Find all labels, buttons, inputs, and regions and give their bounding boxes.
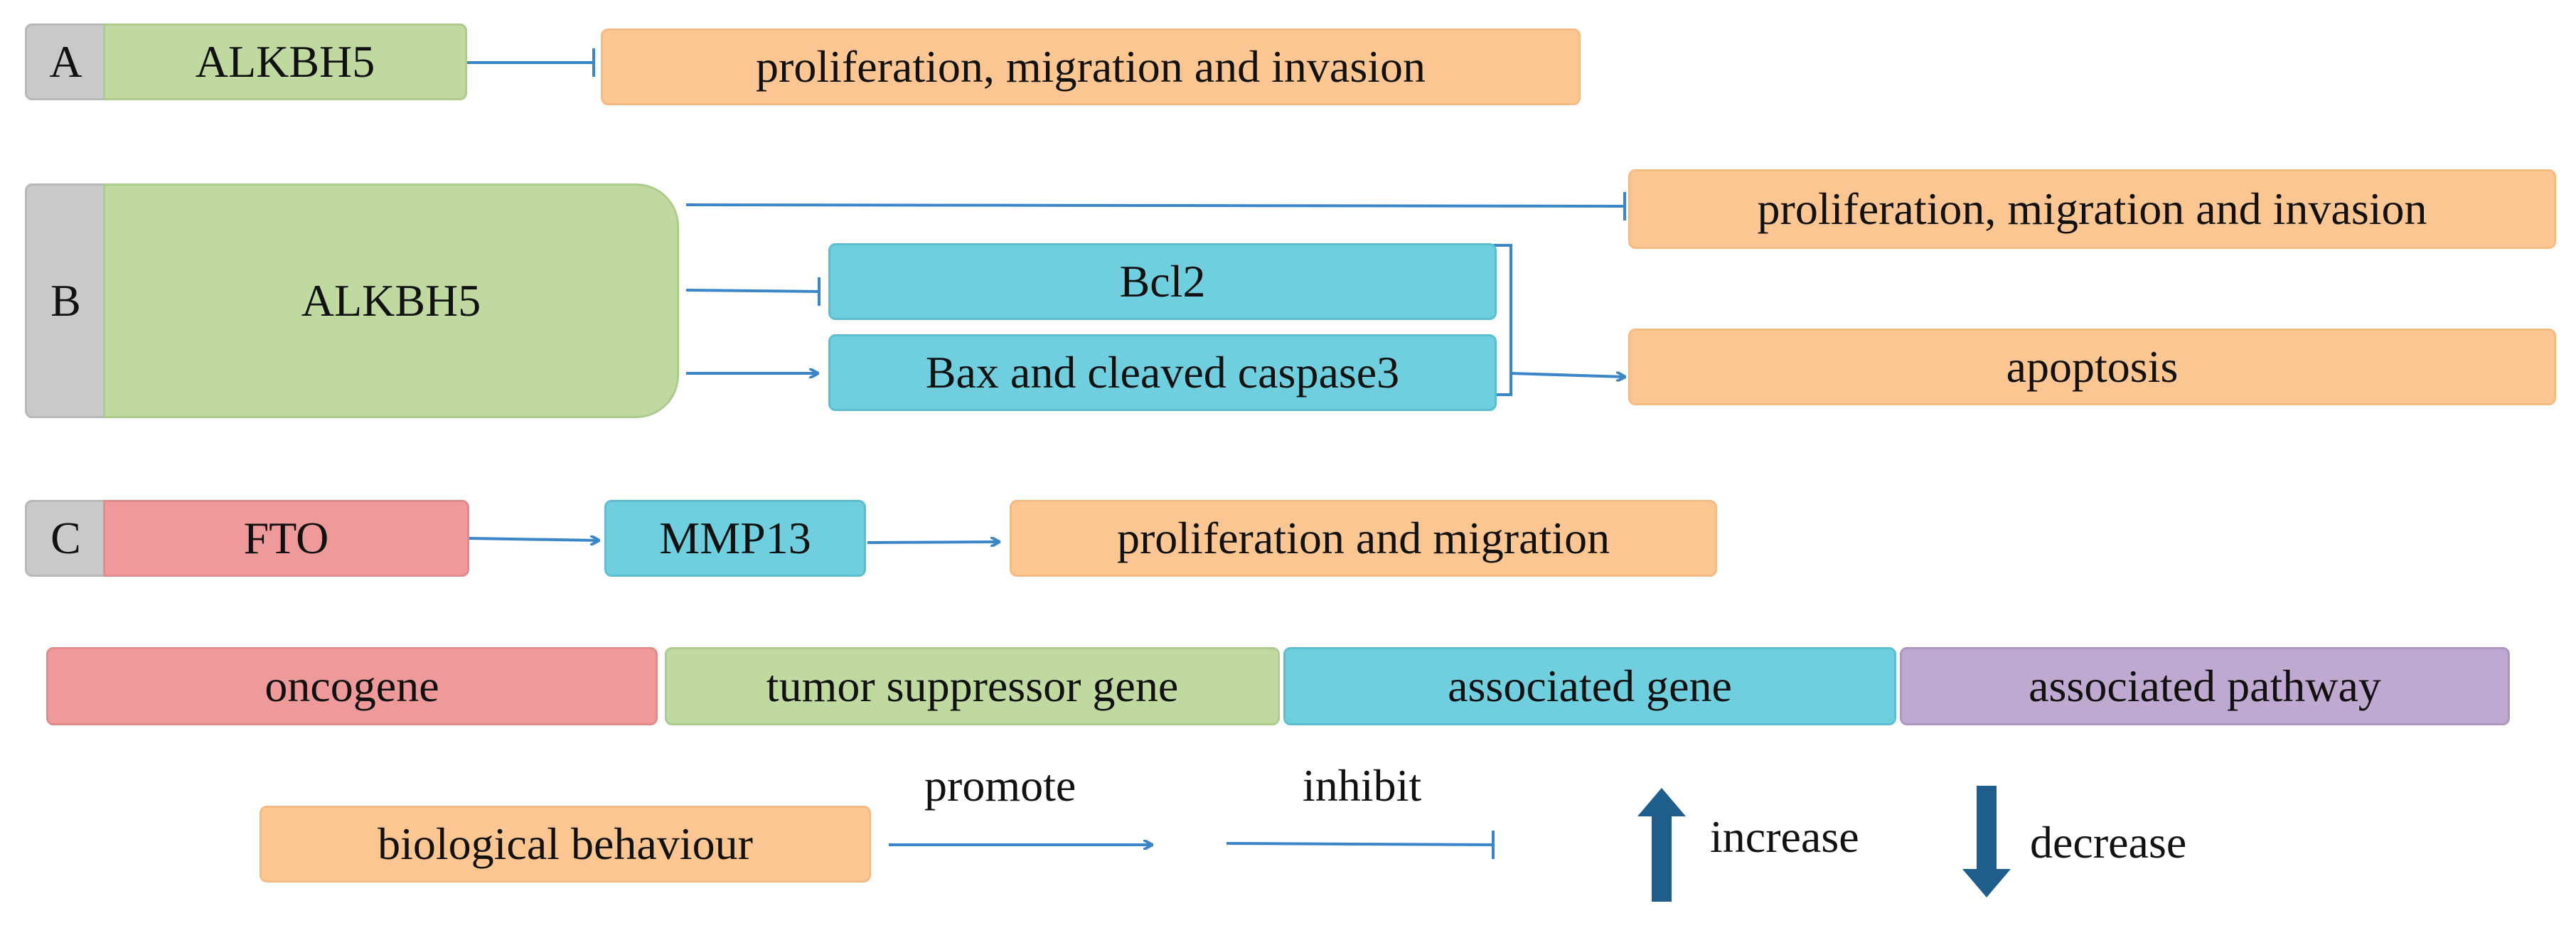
section-a-label: A (25, 23, 107, 100)
section-b-gene: ALKBH5 (103, 183, 679, 418)
section-c-label: C (25, 500, 107, 577)
legend-inhibit-connector (1226, 831, 1495, 859)
legend-increase-label: increase (1710, 811, 1859, 862)
section-a-target: proliferation, migration and invasion (601, 28, 1581, 105)
legend-associated-pathway: associated pathway (1900, 647, 2510, 725)
b-inhibit-bcl2-connector (685, 277, 821, 306)
a-inhibit-connector (466, 48, 595, 77)
section-c-gene: FTO (103, 500, 469, 577)
section-b-label: B (25, 183, 107, 418)
section-c-mmp13: MMP13 (604, 500, 866, 577)
c-promote-target-arrow (867, 542, 999, 543)
arrow-up-icon (1637, 788, 1686, 902)
c-promote-mmp13-arrow (469, 538, 599, 540)
section-a-gene: ALKBH5 (103, 23, 467, 100)
section-b-target-top: proliferation, migration and invasion (1628, 169, 2556, 249)
legend-promote-label: promote (924, 760, 1076, 811)
legend-oncogene: oncogene (46, 647, 658, 725)
b-inhibit-top-connector (685, 192, 1626, 220)
arrow-down-icon (1962, 786, 2011, 897)
legend-associated-gene: associated gene (1283, 647, 1896, 725)
section-b-bcl2: Bcl2 (828, 243, 1497, 320)
b-promote-apoptosis-arrow (1510, 373, 1625, 377)
legend-tumor-suppressor: tumor suppressor gene (665, 647, 1280, 725)
section-b-bax: Bax and cleaved caspase3 (828, 334, 1497, 411)
legend-biological-behaviour: biological behaviour (260, 806, 871, 882)
section-b-apoptosis: apoptosis (1628, 329, 2556, 405)
legend-inhibit-label: inhibit (1303, 760, 1422, 811)
b-bracket (1493, 244, 1512, 396)
section-c-target: proliferation and migration (1010, 500, 1717, 577)
legend-decrease-label: decrease (2030, 817, 2187, 868)
